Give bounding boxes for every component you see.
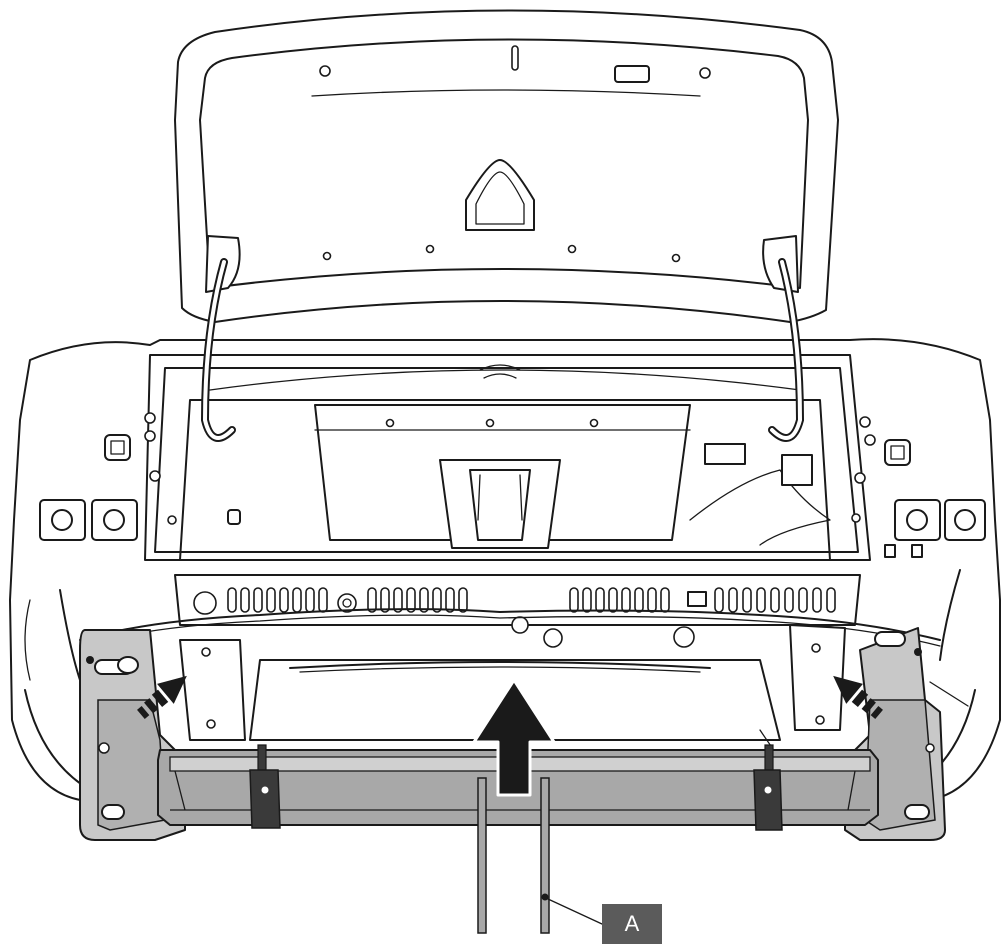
support-tool [477,777,603,934]
panel-slot [279,587,289,613]
panel-slot [742,587,752,613]
panel-slot [406,587,416,613]
trunk-bracket [704,443,746,465]
panel-slot [240,587,250,613]
body-mount-plate-left [179,639,246,741]
panel-slot [595,587,605,613]
wiring-harness [24,569,961,701]
panel-hole [385,418,395,428]
callout-label-a: A [602,904,662,944]
panel-slot [621,587,631,613]
panel-slot [318,587,328,613]
insert-arrow-left [137,675,187,720]
panel-slot [292,587,302,613]
panel-slot [266,587,276,613]
panel-hole [589,418,599,428]
panel-slot [582,587,592,613]
right-leader-line [929,681,969,707]
panel-slot [608,587,618,613]
panel-slot [770,587,780,613]
trunk-clip [227,509,241,525]
panel-slot [380,587,390,613]
panel-slot [445,587,455,613]
panel-slot [826,587,836,613]
beam-tab-right [753,744,783,831]
panel-bolt [543,628,563,648]
bumper-beam [79,627,946,841]
panel-slot [432,587,442,613]
lid-support-struts [200,258,805,442]
lid-latch-handle [614,65,650,83]
lid-hole [425,244,435,254]
trunk-latch-striker [439,459,561,549]
panel-slot [419,587,429,613]
panel-slot [393,587,403,613]
panel-slot [660,587,670,613]
panel-slot [305,587,315,613]
trunk-connector [781,454,813,486]
lid-hole [671,253,681,263]
lid-hole [699,67,711,79]
bracket-slot [874,631,906,647]
panel-slot [458,587,468,613]
bracket-slot [101,804,125,820]
panel-hole [485,418,495,428]
panel-slot [634,587,644,613]
panel-grommet [193,591,217,615]
lid-hole [319,65,331,77]
panel-bolt [511,616,529,634]
panel-slot [714,587,724,613]
callout-anchor-dot [541,893,549,901]
left-light-housing [39,412,177,541]
panel-clip [687,591,707,607]
panel-grommet [673,626,695,648]
lid-hole [567,244,577,254]
lid-latch-housing [465,159,535,231]
panel-slot [367,587,377,613]
panel-slot [756,587,766,613]
panel-slot [798,587,808,613]
body-mount-plate-right [789,624,846,731]
panel-bolt [337,593,357,613]
lid-slot [511,45,519,71]
panel-slot [253,587,263,613]
bracket-slot [904,804,930,820]
panel-slot [569,587,579,613]
callout-leader-line [547,898,603,925]
lift-direction-arrow [472,678,556,797]
right-light-housing [851,416,986,558]
beam-tab-left [249,744,281,829]
panel-slot [227,587,237,613]
panel-slot [647,587,657,613]
panel-slot [728,587,738,613]
lid-hole [322,251,332,261]
panel-slot [784,587,794,613]
trunk-lid [174,9,839,323]
insert-arrow-right [833,675,883,720]
panel-slot [812,587,822,613]
